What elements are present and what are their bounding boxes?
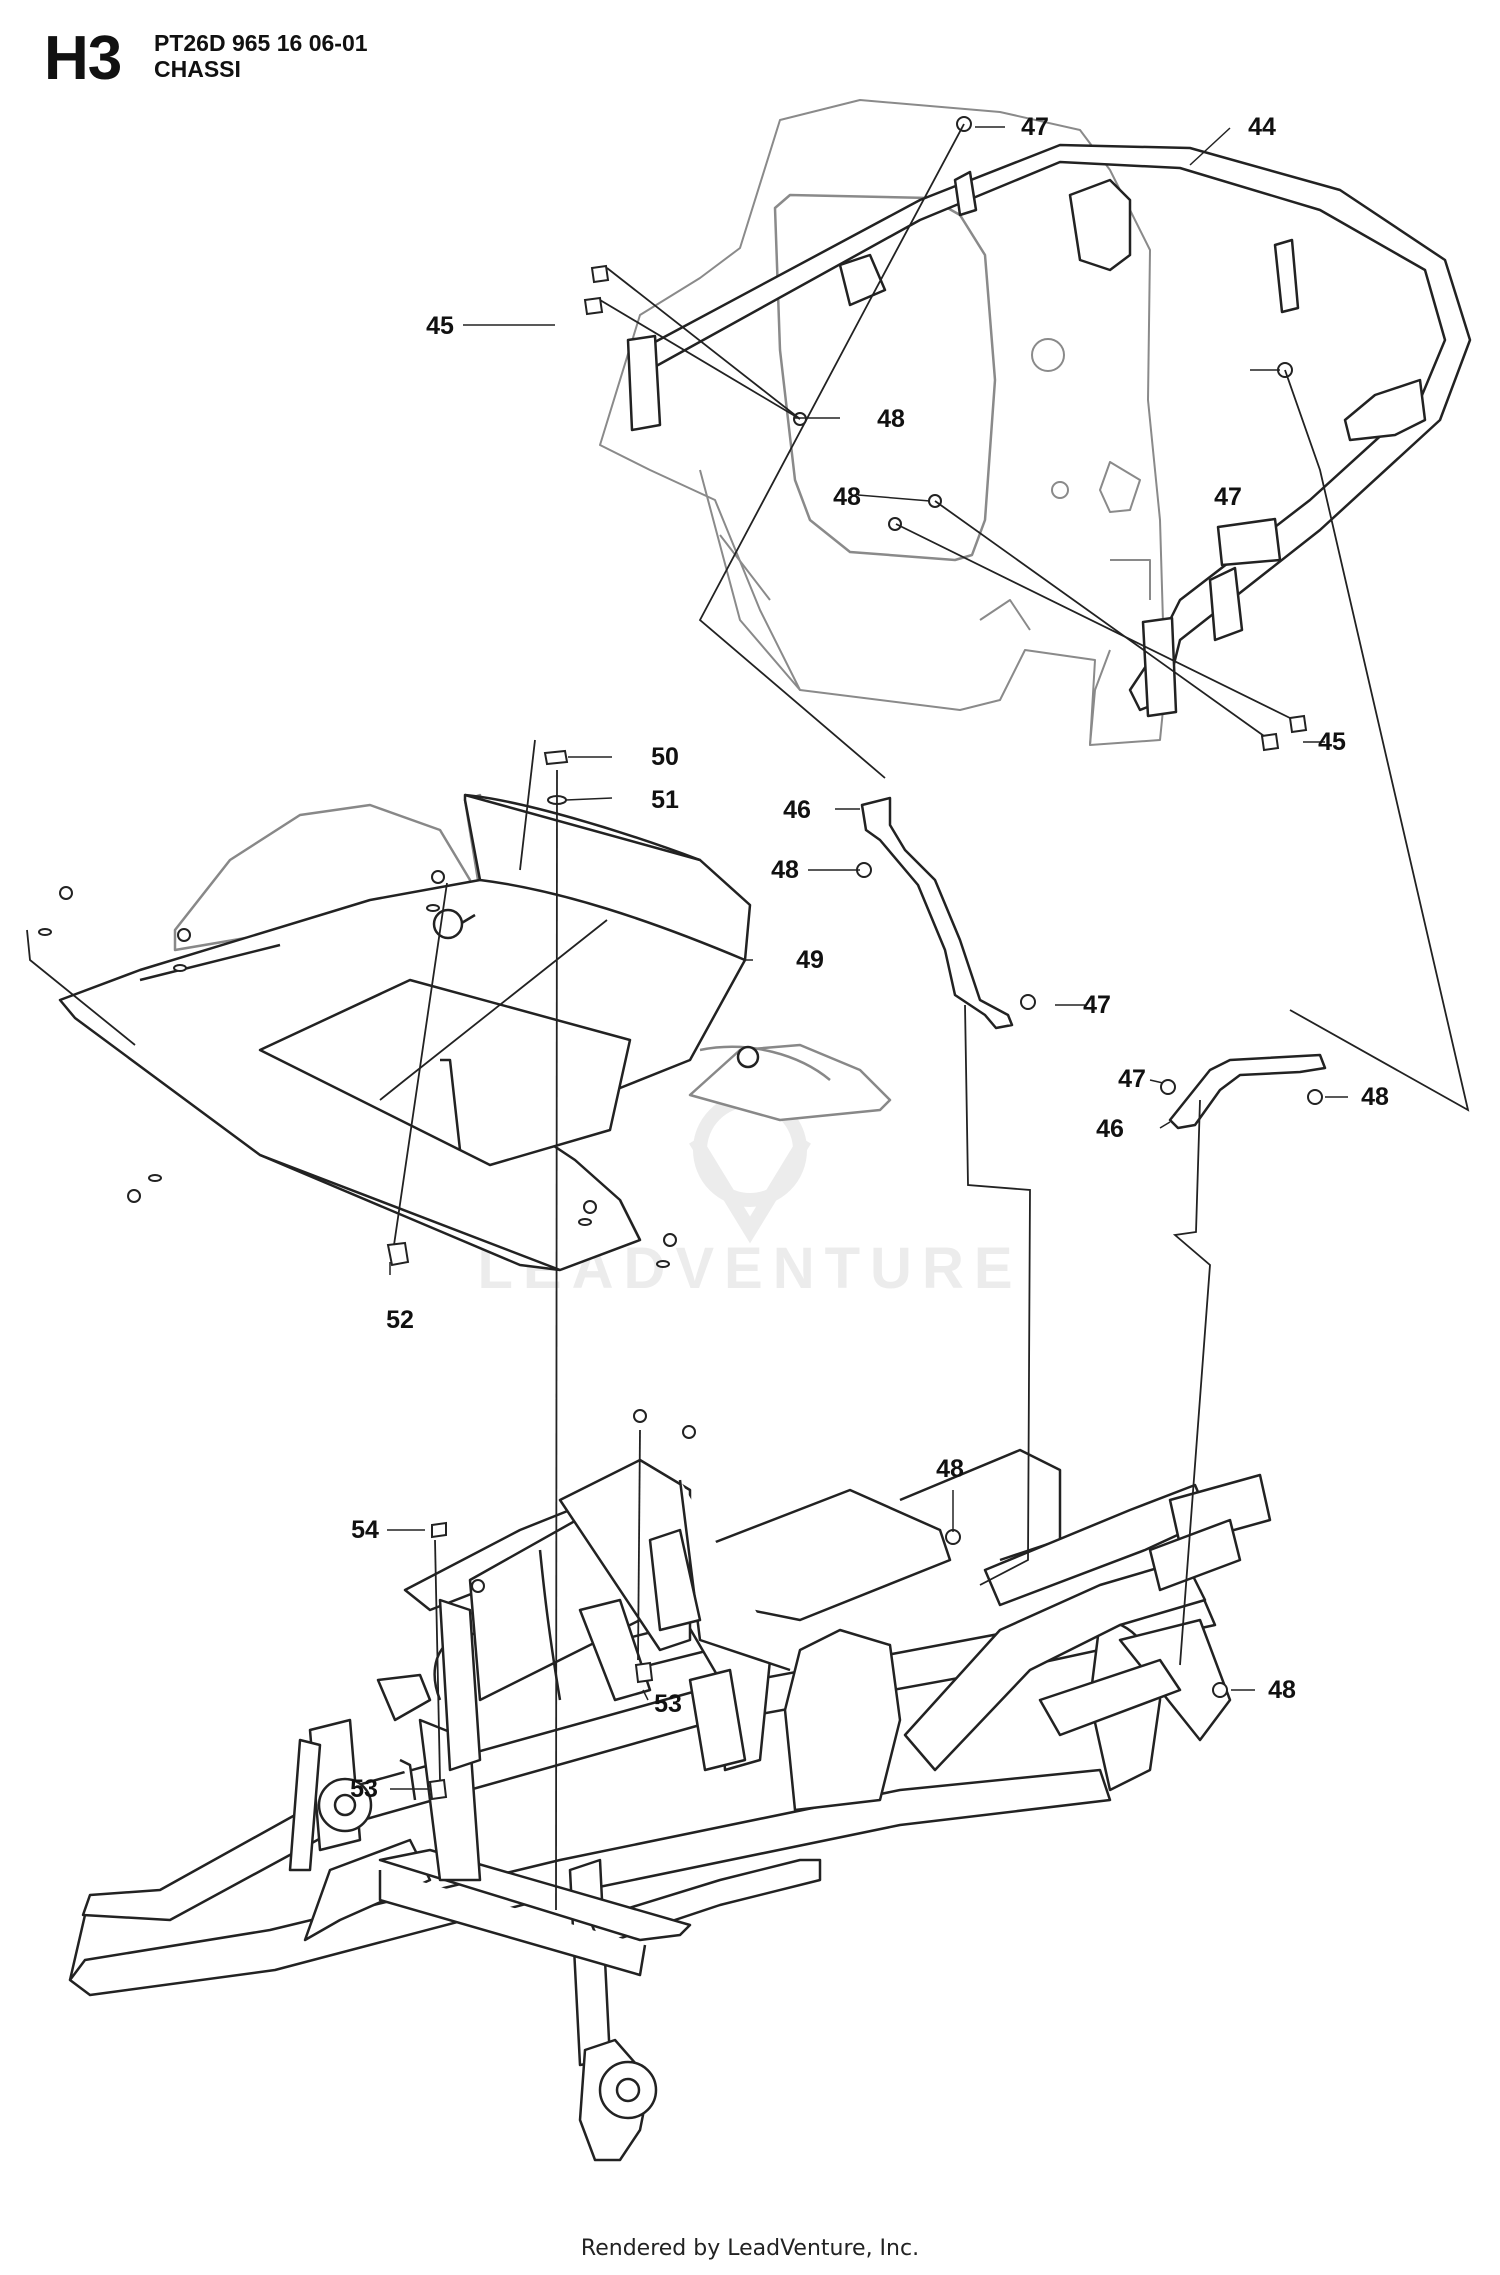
diagram-title: CHASSI bbox=[154, 56, 241, 82]
callout-54: 54 bbox=[351, 1516, 379, 1544]
callout-46-left: 46 bbox=[783, 796, 811, 824]
callout-47-top: 47 bbox=[1021, 113, 1049, 141]
callout-49: 49 bbox=[796, 946, 824, 974]
bolt-53-lower bbox=[428, 1778, 448, 1801]
model-number: PT26D 965 16 06-01 bbox=[154, 30, 368, 56]
callout-48-mid: 48 bbox=[833, 483, 861, 511]
callout-48-lower: 48 bbox=[936, 1455, 964, 1483]
knob-47-bracket bbox=[1020, 994, 1036, 1010]
callout-48-bracket: 48 bbox=[771, 856, 799, 884]
callout-52: 52 bbox=[386, 1306, 414, 1334]
bolt-45-right-lower bbox=[1260, 732, 1280, 752]
clip-52 bbox=[386, 1241, 410, 1267]
bolt-53-upper bbox=[634, 1661, 654, 1684]
callout-47-lower: 47 bbox=[1118, 1065, 1146, 1093]
callout-48-rear: 48 bbox=[1268, 1676, 1296, 1704]
knob-47-lower bbox=[1160, 1079, 1176, 1095]
callout-46-right: 46 bbox=[1096, 1115, 1124, 1143]
nut-48-lower bbox=[945, 1529, 961, 1545]
bolt-45-left bbox=[583, 296, 604, 316]
callout-leaders bbox=[387, 126, 1348, 1790]
section-code: H3 bbox=[44, 24, 122, 93]
callout-45-left: 45 bbox=[426, 312, 454, 340]
bolt-54 bbox=[431, 1521, 447, 1539]
assembly-lines bbox=[26, 123, 1470, 1911]
callout-48-right: 48 bbox=[1361, 1083, 1389, 1111]
seat-bracket-46-left bbox=[860, 796, 1014, 1030]
screw-50 bbox=[543, 749, 569, 766]
callout-51: 51 bbox=[651, 786, 679, 814]
render-credit: Rendered by LeadVenture, Inc. bbox=[580, 2236, 920, 2261]
callout-45-right: 45 bbox=[1318, 728, 1346, 756]
callout-50: 50 bbox=[651, 743, 679, 771]
nut-48-mid-b bbox=[888, 517, 902, 531]
callout-numbers: 44 47 45 48 48 47 45 50 51 46 48 49 47 4… bbox=[350, 113, 1389, 1803]
seat-pan-fender bbox=[599, 99, 1166, 746]
bolt-45-left-upper bbox=[590, 264, 610, 284]
front-frame-rails bbox=[648, 1473, 1272, 1772]
callout-44: 44 bbox=[1248, 113, 1276, 141]
seat-bracket-46-right bbox=[1168, 1053, 1327, 1130]
nut-48-right bbox=[1307, 1089, 1323, 1105]
callout-53-lower: 53 bbox=[350, 1775, 378, 1803]
callout-48-top: 48 bbox=[877, 405, 905, 433]
bolt-45-right bbox=[1288, 714, 1308, 734]
fasteners bbox=[38, 116, 1323, 1801]
callout-47-bracket: 47 bbox=[1083, 991, 1111, 1019]
handle-frame-44 bbox=[626, 143, 1472, 718]
nut-48-rear bbox=[1212, 1682, 1228, 1698]
callout-47-right: 47 bbox=[1214, 483, 1242, 511]
callout-53-upper: 53 bbox=[654, 1690, 682, 1718]
